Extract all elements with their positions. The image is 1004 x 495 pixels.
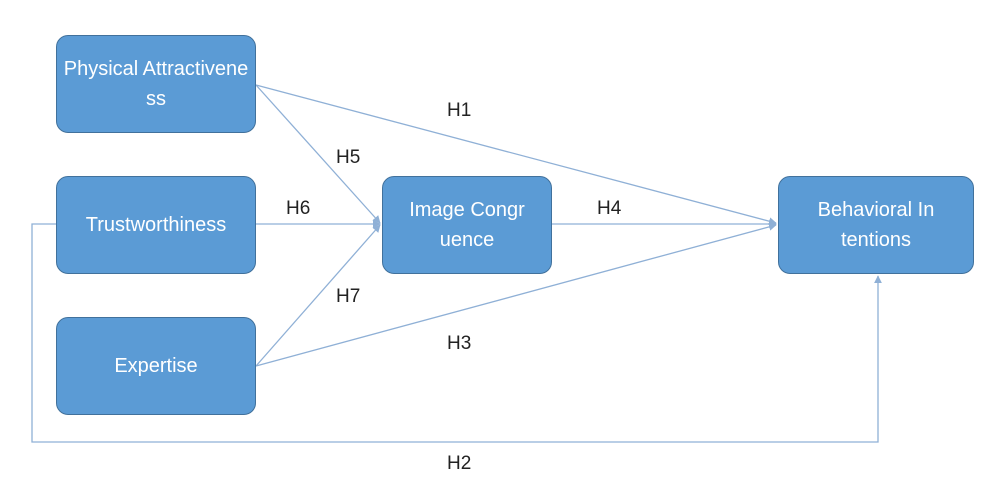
edge-label-h1: H1 bbox=[447, 100, 472, 121]
node-behavioral-intentions: Behavioral Intentions bbox=[778, 176, 974, 274]
edge-label-h7: H7 bbox=[336, 286, 361, 307]
edge-label-h5: H5 bbox=[336, 147, 361, 168]
node-label-expertise: Expertise bbox=[114, 355, 198, 377]
node-label-trustworthiness: Trustworthiness bbox=[85, 214, 227, 236]
node-image-congruence: Image Congruence bbox=[382, 176, 552, 274]
connector-h3 bbox=[255, 223, 777, 367]
connector-h5 bbox=[255, 84, 381, 224]
edge-label-h6: H6 bbox=[286, 198, 311, 219]
node-trustworthiness: Trustworthiness bbox=[56, 176, 256, 274]
connector-h1 bbox=[255, 84, 777, 225]
node-expertise: Expertise bbox=[56, 317, 256, 415]
node-label-image-congruence: Image Congruence bbox=[409, 199, 525, 251]
node-physical-attractiveness: Physical Attractiveness bbox=[56, 35, 256, 133]
connector-h2 bbox=[31, 223, 882, 443]
node-label-behavioral-intentions: Behavioral Intentions bbox=[817, 199, 935, 251]
node-label-physical-attractiveness: Physical Attractiveness bbox=[63, 58, 249, 110]
edge-label-h3: H3 bbox=[447, 333, 472, 354]
edge-label-h4: H4 bbox=[597, 198, 622, 219]
connector-h7 bbox=[255, 224, 381, 367]
edge-label-h2: H2 bbox=[447, 453, 472, 474]
